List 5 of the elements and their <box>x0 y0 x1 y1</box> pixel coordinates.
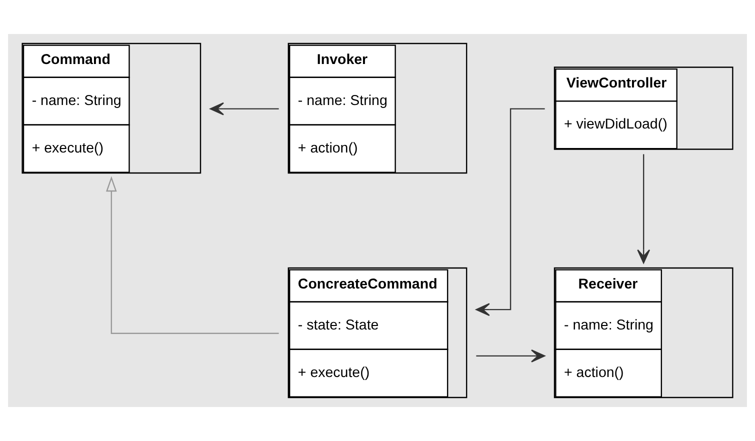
arrow <box>476 108 545 316</box>
arrow <box>106 176 279 334</box>
arrow <box>637 154 650 264</box>
arrow <box>210 102 279 116</box>
arrow <box>476 349 546 362</box>
